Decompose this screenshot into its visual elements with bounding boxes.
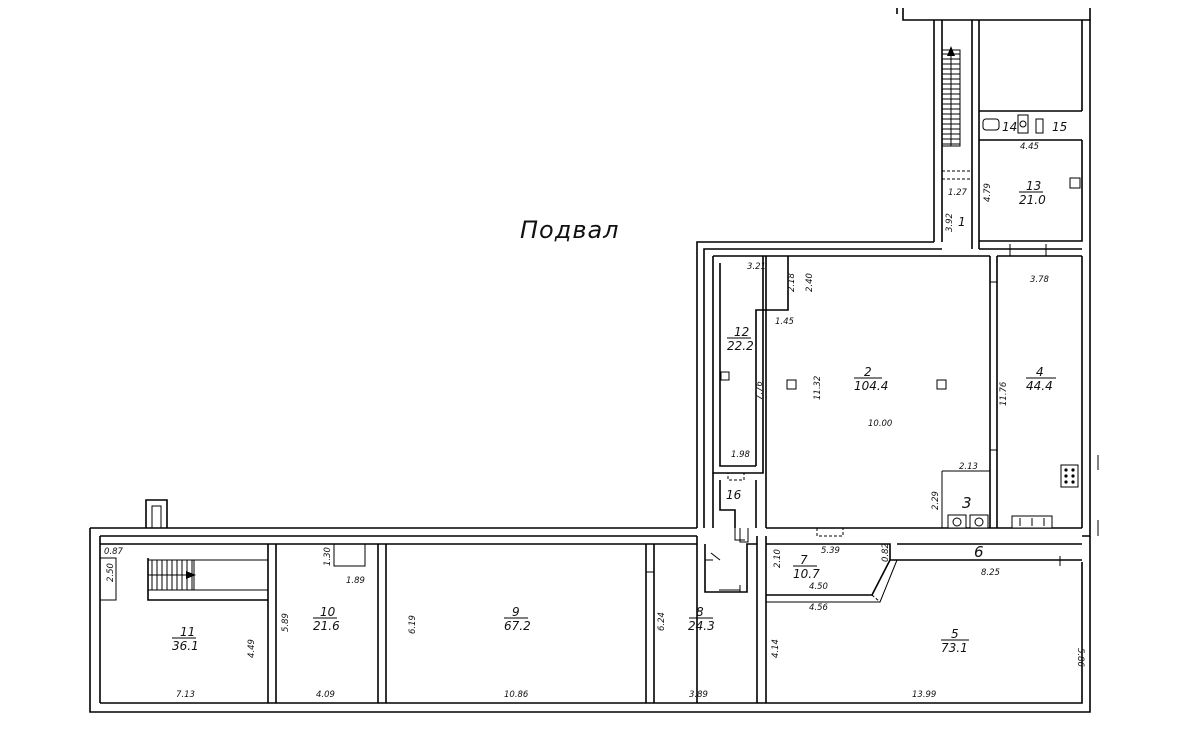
dimension-label: 3.78 [1030,275,1050,285]
room-5-number: 5 [951,627,959,641]
dimension-label: 1.45 [775,317,794,327]
room-9-area: 67.2 [504,619,531,633]
kitchen-counter-icon [1011,515,1053,529]
dimension-label: 7.76 [755,380,765,400]
dimension-label: 2.29 [931,491,941,510]
dimension-label: 5.86 [1075,648,1085,668]
columns [720,177,1081,390]
dimension-label: 2.40 [805,273,815,292]
dimension-label: 4.56 [809,603,829,613]
room-12-area: 22.2 [727,339,754,353]
room-6-number: 6 [974,543,984,561]
stair-lower [147,559,196,591]
dimension-label: 10.00 [868,419,892,429]
dimension-label: 1.89 [346,576,365,586]
dimension-label: 2.10 [773,549,783,568]
room-10-number: 10 [320,605,336,619]
dimension-label: 4.49 [247,639,257,658]
room-3-number: 3 [962,494,972,512]
dimension-label: 3.89 [689,690,708,700]
dimension-label: 10.86 [504,690,529,700]
dimension-label: 4.09 [316,690,335,700]
dimension-label: 4.45 [1020,142,1039,152]
door-openings [646,170,1061,603]
dimension-label: 7.13 [176,690,195,700]
room-14-number: 14 [1002,120,1017,134]
room-12-number: 12 [734,325,749,339]
dimension-label: 6.19 [408,615,418,634]
dimension-label: 6.24 [657,612,667,631]
room-8-area: 24.3 [688,619,715,633]
room-2-number: 2 [864,365,872,379]
room-11-area: 36.1 [172,639,199,653]
room-15-number: 15 [1052,120,1067,134]
room-1-number: 1 [958,215,966,229]
sink-fixtures [947,514,989,529]
dimension-label: 2.18 [787,272,797,292]
dimension-label: 1.98 [731,450,751,460]
room-5-area: 73.1 [941,641,968,655]
room-13-number: 13 [1026,179,1041,193]
room-11-number: 11 [180,625,195,639]
dimension-label: 8.25 [981,568,1000,578]
room-16-number: 16 [726,488,742,502]
room-9-number: 9 [512,605,520,619]
room-4-number: 4 [1036,365,1044,379]
dimension-label: 5.39 [821,546,840,556]
dimension-label: 3.92 [945,213,955,232]
plan-title: Подвал [520,216,620,244]
dimension-label: 2.13 [959,462,978,472]
room-7-number: 7 [800,553,808,567]
dimension-label: 4.14 [771,639,781,658]
outer-walls [89,8,1091,713]
dimension-label: 3.21 [747,262,766,272]
stove-icon [1060,464,1079,488]
dimension-labels: 1.27 3.92 4.79 4.45 3.21 2.18 2.40 1.45 … [104,142,1085,700]
room-2-area: 104.4 [854,379,888,393]
room-8-number: 8 [696,605,704,619]
dimension-label: 5.89 [281,613,291,632]
room-13-area: 21.0 [1019,193,1046,207]
dimension-label: 0.82 [881,543,891,562]
dimension-label: 4.50 [809,582,828,592]
dimension-label: 0.87 [104,547,124,557]
room-labels: 1 2 104.4 3 4 44.4 5 73.1 6 7 10.7 8 24.… [172,120,1067,655]
dimension-label: 4.79 [983,183,993,202]
dimension-label: 1.30 [323,547,333,566]
stair-upper [941,46,961,147]
dimension-label: 13.99 [912,690,936,700]
dimension-label: 1.27 [948,188,968,198]
dimension-label: 11.32 [813,376,823,400]
dimension-label: 11.76 [999,381,1009,406]
room-7-area: 10.7 [793,567,820,581]
toilet-fixtures [982,114,1044,134]
room-4-area: 44.4 [1026,379,1053,393]
dimension-label: 2.50 [106,563,116,582]
room-10-area: 21.6 [313,619,340,633]
